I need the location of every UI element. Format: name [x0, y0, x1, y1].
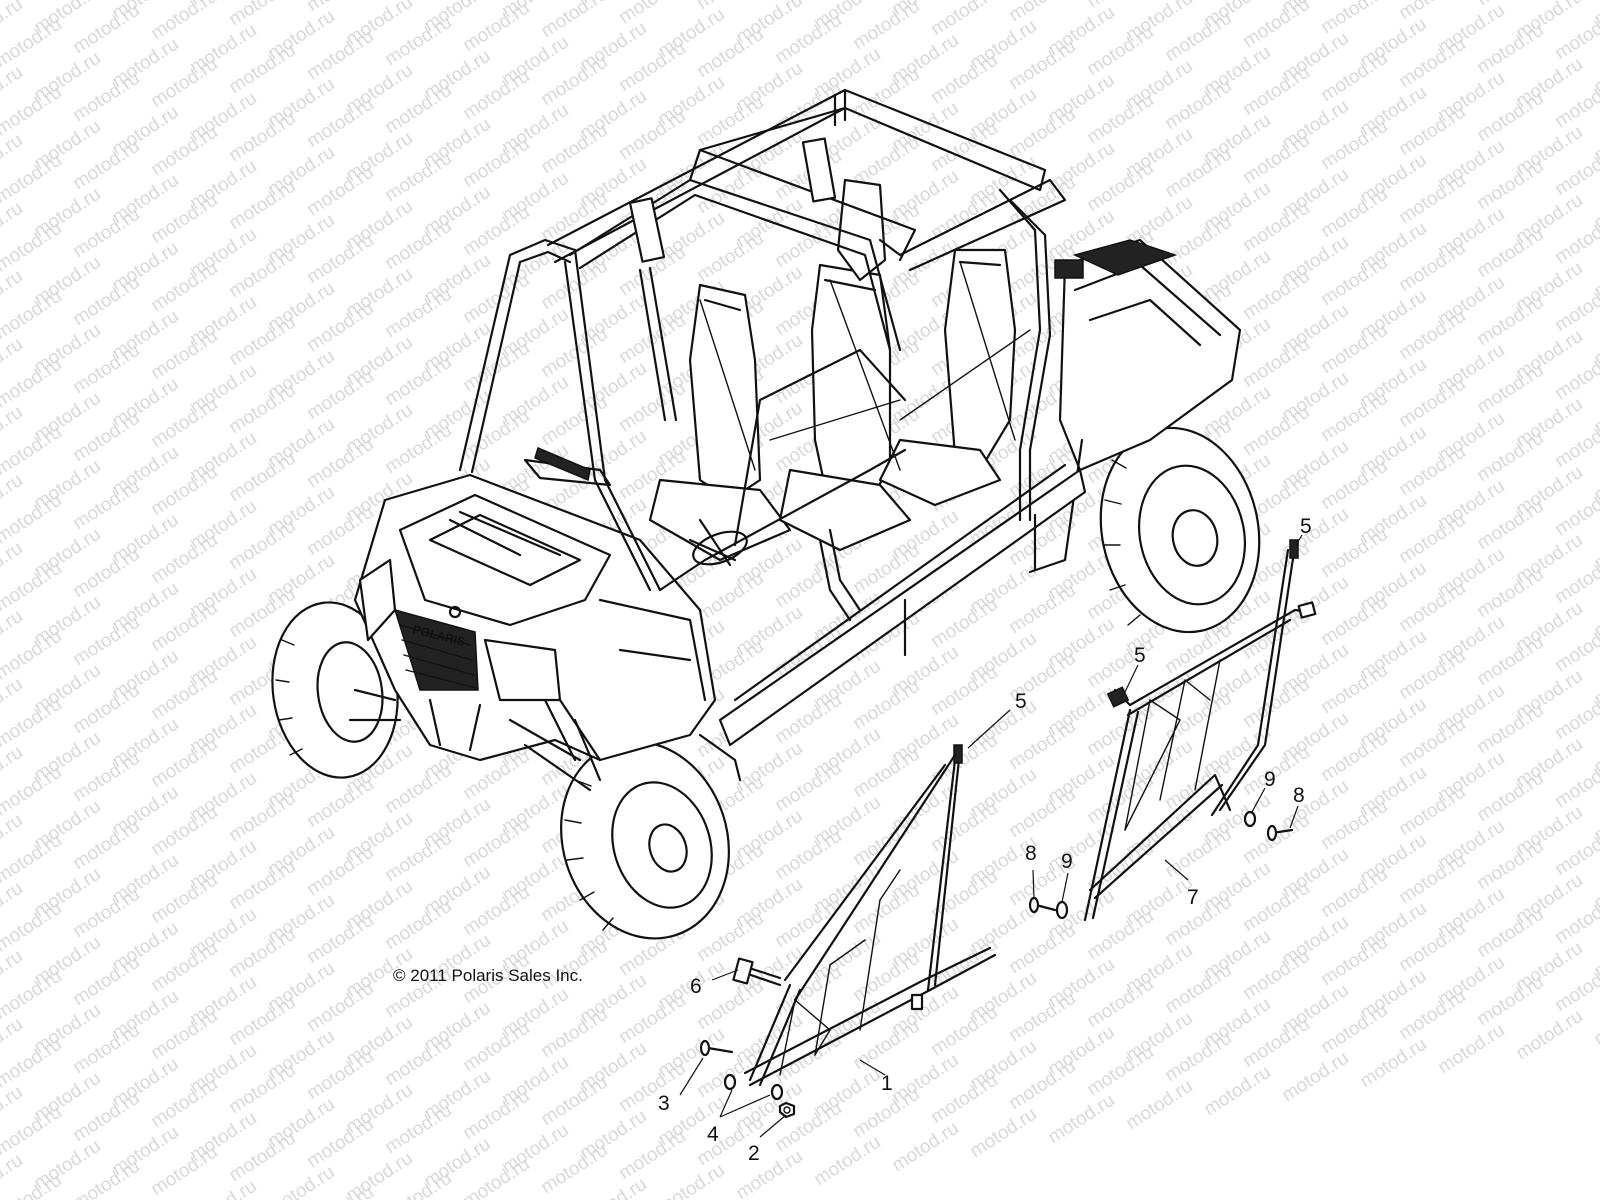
- callout-1: 1: [881, 1072, 893, 1095]
- watermark-text: motod.ru: [186, 1176, 260, 1200]
- watermark-text: motod.ru: [1317, 0, 1391, 38]
- watermark-text: motod.ru: [1395, 0, 1469, 24]
- callout-7: 7: [1187, 886, 1199, 909]
- callout-3: 3: [658, 1092, 670, 1115]
- callout-5-rear-net-left: 5: [1134, 644, 1146, 667]
- watermark-text: motod.ru: [225, 0, 299, 30]
- watermark-text: motod.ru: [732, 1146, 806, 1200]
- bolt-part-8-left: [1028, 896, 1057, 914]
- rear-right-wheel: [1099, 426, 1261, 634]
- steering: [688, 518, 748, 567]
- front-body: POLARIS: [353, 458, 717, 762]
- watermark-text: motod.ru: [966, 1104, 1040, 1162]
- callout-8-left: 8: [1025, 842, 1037, 865]
- watermark-text: motod.ru: [264, 1162, 338, 1200]
- watermark-text: motod.ru: [1356, 1034, 1430, 1092]
- rear-net-assembly: [1083, 539, 1317, 922]
- callout-9-left: 9: [1061, 850, 1073, 873]
- bolt-part-3: [699, 1039, 734, 1057]
- vehicle-illustration: POLARIS: [271, 88, 1261, 940]
- front-right-wheel: [560, 740, 730, 940]
- watermark-text: motod.ru: [654, 1160, 728, 1200]
- watermark-text: motod.ru: [888, 1118, 962, 1176]
- watermark-text: motod.ru: [537, 0, 611, 42]
- watermark-text: motod.ru: [1005, 0, 1079, 26]
- copyright-notice: © 2011 Polaris Sales Inc.: [393, 966, 583, 985]
- watermark-text: motod.ru: [1590, 0, 1600, 30]
- callout-6: 6: [690, 975, 702, 998]
- watermark-text: motod.ru: [927, 0, 1001, 40]
- watermark-text: motod.ru: [1200, 1062, 1274, 1120]
- washer-part-4a: [723, 1073, 737, 1091]
- callout-2: 2: [748, 1142, 760, 1165]
- washer-part-9-left: [1055, 900, 1069, 920]
- callout-9-right: 9: [1264, 768, 1276, 791]
- watermark-text: motod.ru: [1278, 1048, 1352, 1106]
- washer-part-9-right: [1243, 810, 1257, 828]
- front-net-assembly: [732, 744, 997, 1087]
- watermark-text: motod.ru: [810, 1132, 884, 1190]
- watermark-text: motod.ru: [147, 0, 221, 44]
- callouts: 1 2 3 4 5 5 5 6 7 8 8 9 9: [658, 515, 1312, 1165]
- chassis: [698, 463, 1087, 782]
- watermark-text: motod.ru: [1044, 1090, 1118, 1148]
- callout-5-rear-net-top: 5: [1300, 515, 1312, 538]
- watermark-text: motod.ru: [1512, 1006, 1586, 1064]
- callout-5-front-net: 5: [1015, 690, 1027, 713]
- watermark-text: motod.ru: [1434, 1020, 1508, 1078]
- watermark-text: motod.ru: [576, 1174, 650, 1200]
- callout-8-right: 8: [1293, 784, 1305, 807]
- rear-body: [1028, 238, 1242, 574]
- roll-cage: [458, 88, 1067, 622]
- front-suspension: [348, 688, 602, 792]
- watermark-text: motod.ru: [1122, 1076, 1196, 1134]
- nut-part-2: [778, 1101, 796, 1119]
- fasteners: [699, 810, 1294, 1119]
- washer-part-4b: [770, 1083, 784, 1101]
- bolt-part-8-right: [1266, 824, 1294, 842]
- seatbelts: [699, 261, 1031, 471]
- watermark-text: motod.ru: [1590, 992, 1600, 1050]
- callout-4: 4: [707, 1123, 719, 1146]
- watermark-text: motod.ru: [615, 0, 689, 28]
- watermark-text: motod.ru: [1239, 0, 1313, 52]
